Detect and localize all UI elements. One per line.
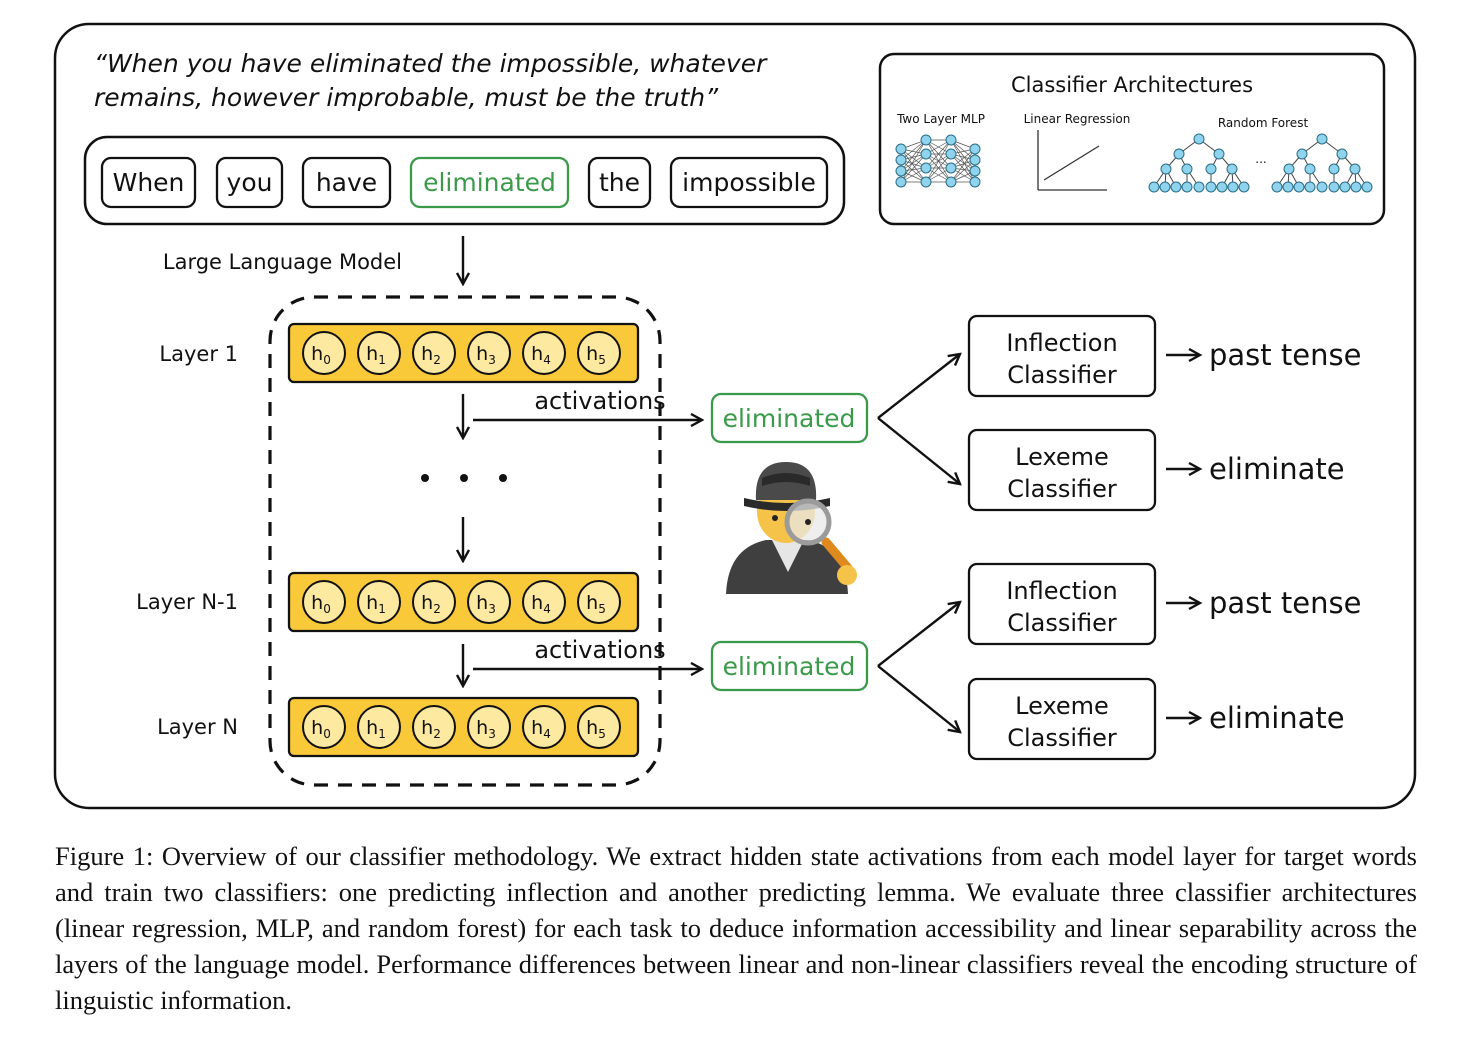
classifier-name: Lexeme xyxy=(1015,443,1109,471)
mlp-network-icon xyxy=(895,134,981,188)
architectures-panel xyxy=(878,52,1386,226)
hidden-state-circle xyxy=(577,580,621,624)
hidden-state-label: h5 xyxy=(586,592,606,616)
model-container xyxy=(268,295,662,787)
hidden-state-label: h3 xyxy=(476,343,496,367)
classifier-box xyxy=(967,314,1157,398)
classifier-name: Classifier xyxy=(1007,609,1117,637)
hidden-state-label: h5 xyxy=(586,343,606,367)
classifier-name: Lexeme xyxy=(1015,692,1109,720)
classifier-name: Classifier xyxy=(1007,361,1117,389)
target-word: eliminated xyxy=(723,404,856,433)
classifier-box xyxy=(967,428,1157,512)
hidden-state-label: h4 xyxy=(531,592,551,616)
hidden-state-circle xyxy=(467,580,511,624)
token-text: When xyxy=(113,168,185,197)
llm-label: Large Language Model xyxy=(163,250,402,274)
hidden-state-circle xyxy=(522,580,566,624)
hidden-state-circle xyxy=(522,705,566,749)
classifier-output: past tense xyxy=(1209,586,1361,620)
classifier-name: Inflection xyxy=(1006,577,1117,605)
hidden-state-label: h1 xyxy=(366,717,386,741)
hidden-state-circle xyxy=(522,331,566,375)
hidden-state-label: h1 xyxy=(366,592,386,616)
layer-label: Layer N xyxy=(157,715,238,739)
branch-arrow xyxy=(877,665,960,732)
hidden-state-label: h1 xyxy=(366,343,386,367)
hidden-state-circle xyxy=(357,331,401,375)
classifier-output: eliminate xyxy=(1209,701,1345,735)
hidden-state-label: h2 xyxy=(421,592,441,616)
token-box xyxy=(301,156,392,209)
hidden-state-label: h4 xyxy=(531,717,551,741)
classifier-box xyxy=(967,677,1157,761)
hidden-state-label: h3 xyxy=(476,717,496,741)
token-box xyxy=(587,156,652,209)
classifier-name: Classifier xyxy=(1007,475,1117,503)
branch-arrow xyxy=(877,354,960,419)
token-text: you xyxy=(227,168,273,197)
methodology-diagram: “When you have eliminated the impossible… xyxy=(53,22,1417,810)
mlp-label: Two Layer MLP xyxy=(896,112,985,126)
figure-frame xyxy=(53,22,1417,810)
hidden-state-label: h2 xyxy=(421,343,441,367)
hidden-state-label: h0 xyxy=(311,717,331,741)
hidden-state-circle xyxy=(412,580,456,624)
hidden-state-circle xyxy=(467,705,511,749)
forest-ellipsis: ... xyxy=(1255,152,1266,166)
hidden-state-label: h5 xyxy=(586,717,606,741)
hidden-state-circle xyxy=(302,580,346,624)
hidden-state-label: h2 xyxy=(421,717,441,741)
hidden-state-circle xyxy=(467,331,511,375)
token-text: impossible xyxy=(682,168,816,197)
hidden-state-circle xyxy=(357,580,401,624)
activations-label: activations xyxy=(534,387,665,415)
token-text: eliminated xyxy=(423,168,556,197)
hidden-state-label: h0 xyxy=(311,592,331,616)
hidden-state-label: h0 xyxy=(311,343,331,367)
hidden-state-circle xyxy=(577,705,621,749)
token-box xyxy=(669,156,829,209)
linear-regression-icon xyxy=(1037,130,1107,191)
hidden-state-circle xyxy=(577,331,621,375)
sentence-box xyxy=(83,135,846,226)
layer-bars: h0 h1 h2 h3 h4 h5 h0 h1 h2 h3 h4 h5 h0 h1 h2 h3 h4 h5 xyxy=(287,322,640,758)
activations-label: activations xyxy=(534,636,665,664)
classifier-name: Classifier xyxy=(1007,724,1117,752)
token-text: the xyxy=(599,168,640,197)
token-box xyxy=(100,156,197,209)
hidden-state-circle xyxy=(357,705,401,749)
architectures-title: Classifier Architectures xyxy=(1011,73,1253,97)
branch-arrow xyxy=(877,602,960,667)
hidden-state-circle xyxy=(302,705,346,749)
ellipsis-dots xyxy=(421,474,507,482)
token-text: have xyxy=(316,168,377,197)
classifier-name: Inflection xyxy=(1006,329,1117,357)
target-word: eliminated xyxy=(723,652,856,681)
hidden-state-circle xyxy=(302,331,346,375)
quote-line-1: “When you have eliminated the impossible… xyxy=(94,49,768,78)
token-box xyxy=(409,156,570,209)
hidden-state-circle xyxy=(412,705,456,749)
linreg-label: Linear Regression xyxy=(1024,112,1131,126)
quote-line-2: remains, however improbable, must be the… xyxy=(94,83,719,112)
hidden-state-label: h3 xyxy=(476,592,496,616)
layer-label: Layer 1 xyxy=(159,342,238,366)
branch-arrow xyxy=(877,417,960,484)
random-forest-icon xyxy=(1148,133,1373,193)
hidden-state-label: h4 xyxy=(531,343,551,367)
figure-caption: Figure 1: Overview of our classifier met… xyxy=(55,841,1417,1015)
classifier-output: past tense xyxy=(1209,338,1361,372)
target-word-box xyxy=(710,640,869,692)
detective-icon xyxy=(726,462,857,594)
hidden-state-circle xyxy=(412,331,456,375)
token-box xyxy=(215,156,284,209)
token-row: When you have eliminated the impossible xyxy=(100,156,829,209)
classifier-output: eliminate xyxy=(1209,452,1345,486)
random-forest-label: Random Forest xyxy=(1218,116,1309,130)
classifier-box xyxy=(967,562,1157,646)
layer-label: Layer N-1 xyxy=(136,590,238,614)
target-word-box xyxy=(710,392,869,444)
